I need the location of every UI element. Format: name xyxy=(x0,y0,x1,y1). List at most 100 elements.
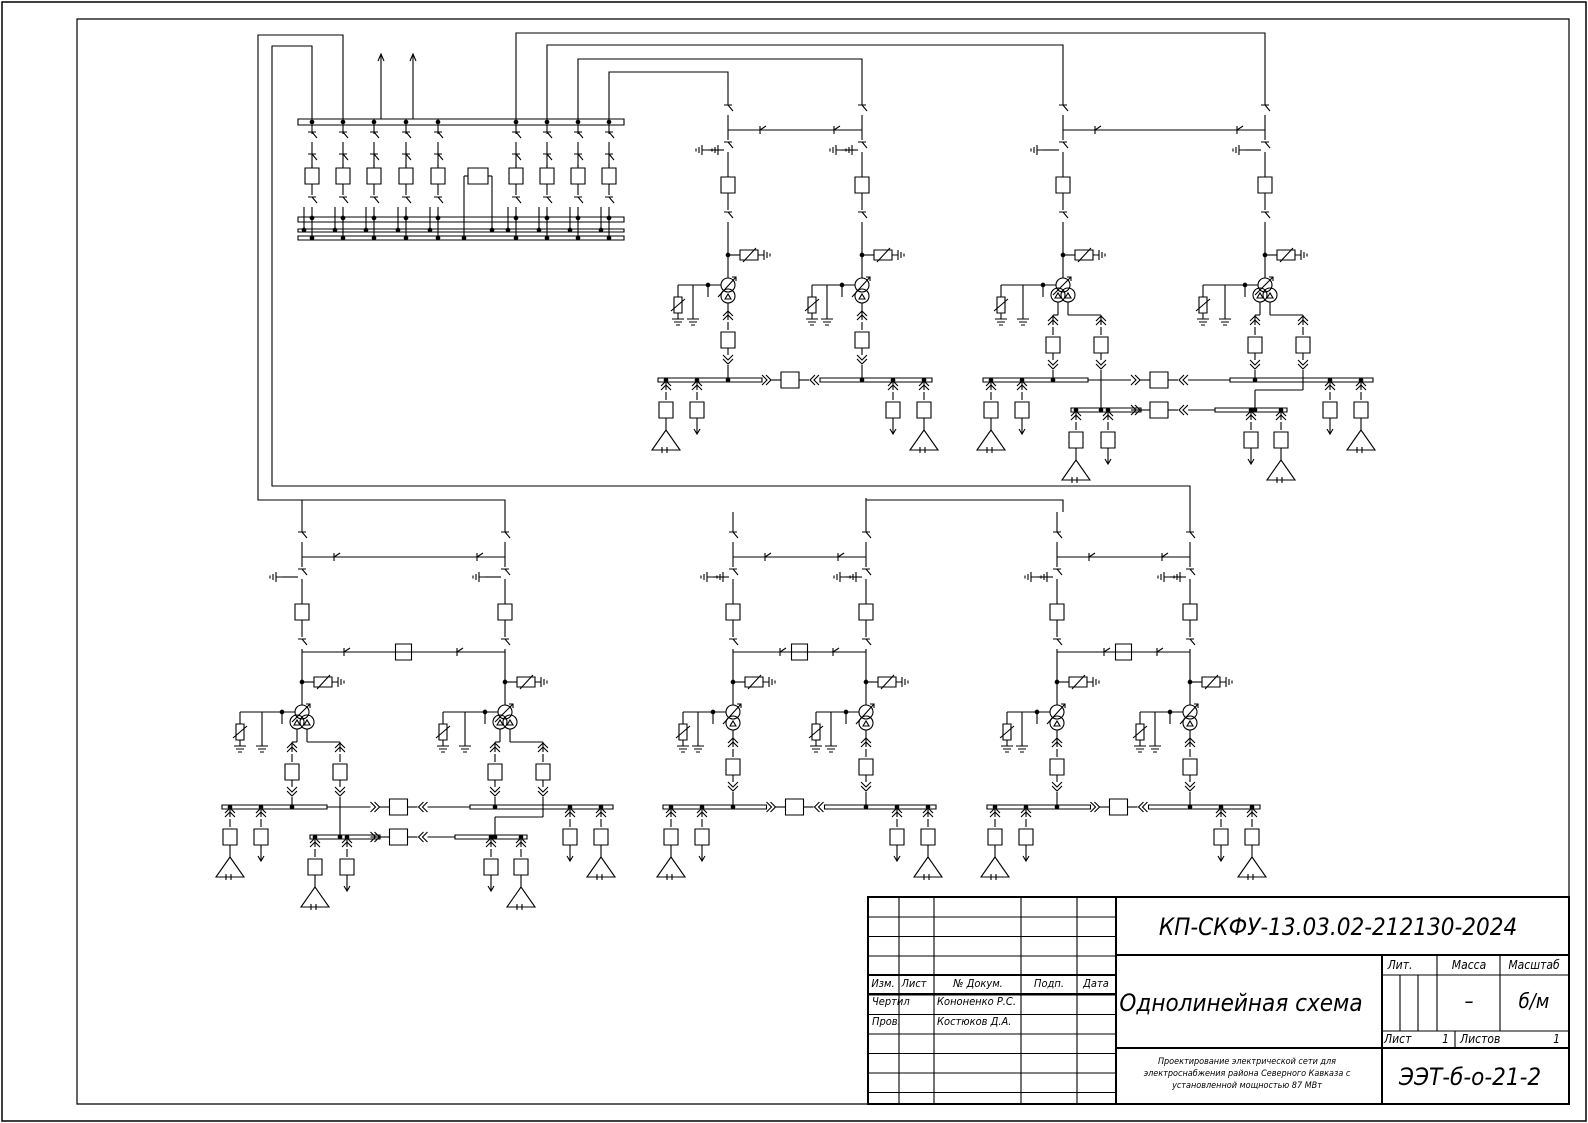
feeder-arrow xyxy=(258,851,264,861)
group-code: ЭЭТ-б-о-21-2 xyxy=(1398,1063,1541,1091)
junction-dot xyxy=(864,680,868,684)
withdrawable-contact xyxy=(1247,808,1257,817)
feeder-arrow xyxy=(344,881,350,891)
capacitor-bank xyxy=(991,874,996,880)
withdrawable-contact xyxy=(1179,405,1188,415)
tap-changer-arrow xyxy=(1255,277,1273,295)
scale-value: б/м xyxy=(1519,989,1550,1013)
circuit-breaker xyxy=(890,829,904,845)
circuit-breaker xyxy=(540,168,554,184)
bus-section-breaker xyxy=(786,799,804,815)
circuit-breaker xyxy=(695,829,709,845)
capacitor-bank xyxy=(987,447,992,453)
disconnector-symbol xyxy=(339,154,348,160)
circuit-breaker xyxy=(336,168,350,184)
delta-symbol xyxy=(497,720,513,725)
transmission-line xyxy=(547,45,1063,119)
bus-coupler-breaker xyxy=(468,168,488,184)
withdrawable-contact xyxy=(1356,381,1366,390)
disconnector-symbol xyxy=(1053,639,1062,645)
delta-symbol xyxy=(725,294,731,299)
bus-section-breaker xyxy=(390,799,408,815)
capacitor-bank xyxy=(1238,857,1266,877)
circuit-breaker xyxy=(659,402,673,418)
voltage-regulator xyxy=(1205,675,1218,689)
withdrawable-contact xyxy=(225,808,235,817)
withdrawable-contact xyxy=(1179,375,1188,385)
schematic xyxy=(216,33,1375,910)
ground-symbol xyxy=(834,572,846,582)
ground-symbol xyxy=(758,250,770,260)
disconnector-symbol xyxy=(370,197,379,203)
junction-dot xyxy=(493,835,497,839)
withdrawable-contact xyxy=(486,838,496,847)
circuit-breaker xyxy=(1069,432,1083,448)
junction-dot xyxy=(280,710,284,714)
circuit-breaker xyxy=(726,604,740,620)
surge-arrester xyxy=(671,299,685,311)
bridge-breaker xyxy=(396,644,412,660)
delta-symbol xyxy=(1054,721,1060,726)
withdrawable-contact xyxy=(767,802,776,812)
circuit-breaker xyxy=(1323,402,1337,418)
withdrawable-contact xyxy=(256,808,266,817)
ground-symbol xyxy=(830,145,842,155)
junction-dot xyxy=(864,805,868,809)
ground-symbol xyxy=(1017,313,1029,325)
circuit-breaker xyxy=(295,604,309,620)
junction-dot xyxy=(607,236,611,240)
disconnector-symbol xyxy=(370,154,379,160)
disconnector-symbol xyxy=(724,142,733,148)
bridge-breaker xyxy=(792,644,808,660)
junction-dot xyxy=(576,236,580,240)
circuit-breaker xyxy=(536,764,550,780)
disconnector-symbol xyxy=(765,553,771,561)
ground-symbol xyxy=(825,740,837,752)
mass-value: – xyxy=(1465,989,1474,1013)
disconnector-symbol xyxy=(1186,532,1195,538)
surge-arrester xyxy=(1196,299,1210,311)
disconnector-symbol xyxy=(1186,569,1195,575)
circuit-breaker xyxy=(571,168,585,184)
voltage-regulator xyxy=(520,675,533,689)
disconnector-symbol xyxy=(434,197,443,203)
withdrawable-contact xyxy=(1048,316,1058,325)
disconnector-symbol xyxy=(512,197,521,203)
withdrawable-contact xyxy=(490,743,500,752)
header-list: Лист xyxy=(900,977,926,990)
withdrawable-contact xyxy=(1216,808,1226,817)
junction-dot xyxy=(341,120,345,124)
voltage-regulator xyxy=(881,675,894,689)
junction-dot xyxy=(860,378,864,382)
disconnector-symbol xyxy=(1059,105,1068,111)
delta-symbol xyxy=(1187,721,1193,726)
ground-symbol xyxy=(687,313,699,325)
disconnector-symbol xyxy=(729,639,738,645)
withdrawable-contact xyxy=(1276,411,1286,420)
lv-busbar xyxy=(820,378,932,382)
doc-title: Однолинейная схема xyxy=(1119,989,1362,1017)
junction-dot xyxy=(607,120,611,124)
junction-dot xyxy=(1055,680,1059,684)
withdrawable-contact xyxy=(1048,360,1058,369)
voltage-regulator xyxy=(743,248,756,262)
circuit-breaker xyxy=(594,829,608,845)
junction-dot xyxy=(545,236,549,240)
junction-dot xyxy=(1099,408,1103,412)
row-1-role: Чертил xyxy=(872,995,910,1008)
junction-dot xyxy=(404,236,408,240)
circuit-breaker xyxy=(721,177,735,193)
circuit-breaker xyxy=(431,168,445,184)
feeder-arrow xyxy=(1218,851,1224,861)
transmission-line xyxy=(609,72,728,119)
surge-arrester xyxy=(994,299,1008,311)
lv-busbar xyxy=(663,805,767,809)
disconnector-symbol xyxy=(298,569,307,575)
disconnector-symbol xyxy=(605,197,614,203)
disconnector-symbol xyxy=(1162,553,1168,561)
feeder-arrow xyxy=(567,851,573,861)
feeder-arrow xyxy=(1105,454,1111,464)
bus-section-breaker xyxy=(1110,799,1128,815)
disconnector-symbol xyxy=(512,132,521,138)
voltage-regulator xyxy=(1280,248,1293,262)
